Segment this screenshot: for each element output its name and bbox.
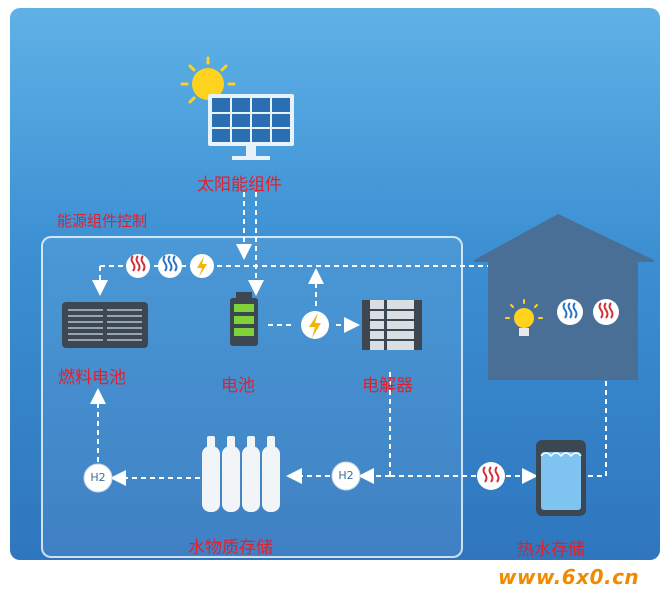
light-bulb-icon — [505, 299, 543, 336]
h2-text-left: H2 — [90, 471, 106, 484]
heat-badge-tank — [477, 462, 505, 490]
bolt-badge-2 — [301, 311, 329, 339]
battery-icon — [230, 292, 258, 346]
water-badge-1 — [158, 254, 182, 278]
watermark: www.6x0.cn — [498, 565, 640, 589]
label-solar: 太阳能组件 — [197, 175, 282, 195]
solar-panel-icon — [208, 94, 294, 160]
fuel-cell-icon — [62, 302, 148, 348]
house-icon — [474, 214, 654, 380]
water-badge-house — [557, 299, 583, 325]
hot-water-tank-icon — [536, 440, 586, 516]
electrolyzer-icon — [362, 300, 422, 350]
label-storage: 水物质存储 — [188, 538, 273, 558]
bolt-badge-1 — [190, 254, 214, 278]
label-battery: 电池 — [221, 376, 255, 396]
sun-icon — [180, 56, 236, 104]
heat-badge-1 — [126, 254, 150, 278]
hydrogen-storage-icon — [202, 436, 280, 512]
label-hot-water: 热水存储 — [517, 540, 585, 560]
h2-badge-left — [83, 463, 113, 493]
label-fuel-cell: 燃料电池 — [58, 368, 126, 388]
h2-badge-right — [331, 461, 361, 491]
heat-badge-house — [593, 299, 619, 325]
label-electrolyzer: 电解器 — [362, 376, 413, 396]
h2-text-right: H2 — [338, 469, 354, 482]
label-control: 能源组件控制 — [57, 212, 148, 230]
